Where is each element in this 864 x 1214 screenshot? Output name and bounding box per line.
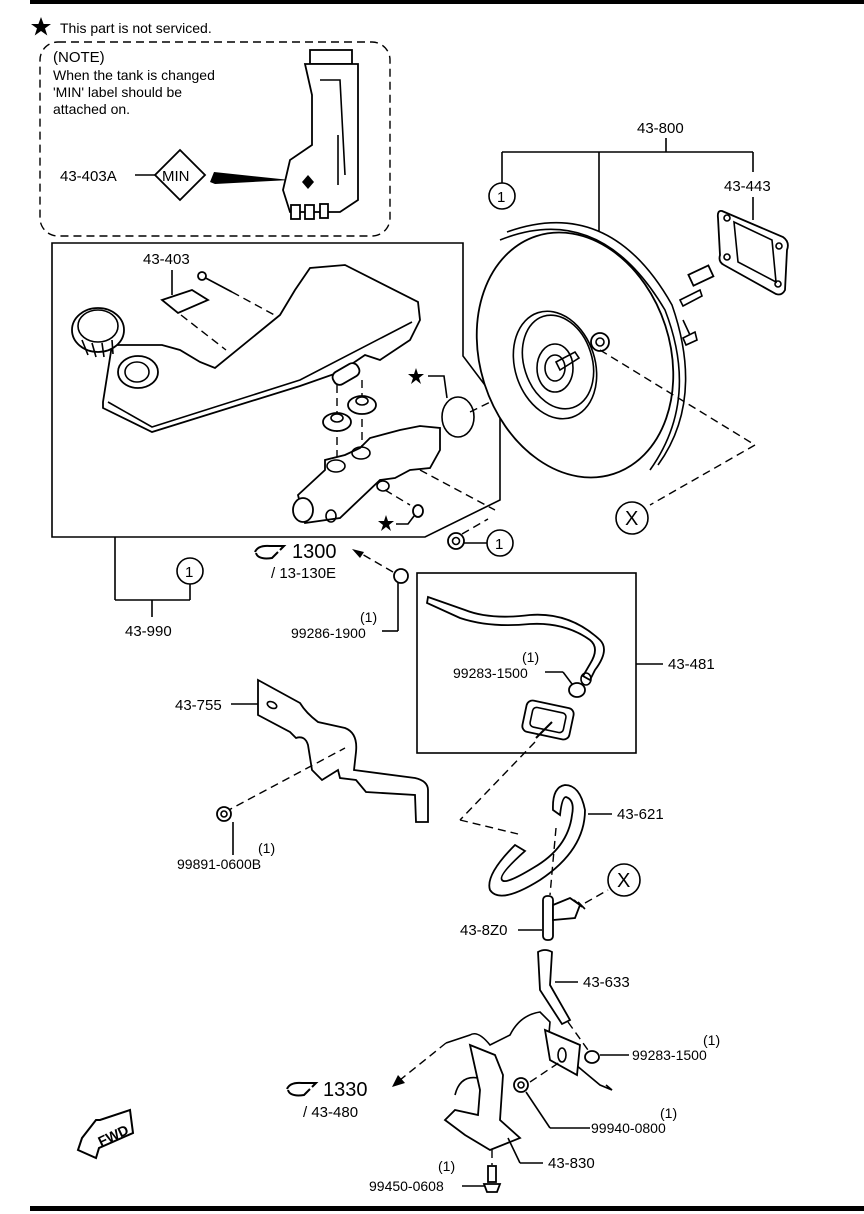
part-label-43-755: 43-755 [175, 697, 222, 714]
min-label-diamond [153, 148, 207, 202]
gasket [716, 209, 789, 296]
note-box: (NOTE) When the tank is changed 'MIN' la… [39, 41, 391, 237]
svg-text:1300: 1300 [292, 541, 337, 563]
part-label-43-830: 43-830 [548, 1155, 595, 1172]
plug [412, 504, 424, 518]
svg-text:(1): (1) [703, 1032, 720, 1048]
svg-text:99450-0608: 99450-0608 [369, 1178, 444, 1194]
reservoir-tank-sketch [282, 49, 359, 220]
ref-1300: 1300 / 13-130E [254, 541, 394, 582]
part-label-43-403A: 43-403A [60, 168, 117, 185]
top-border [30, 0, 864, 4]
part-label-43-8Z0: 43-8Z0 [460, 922, 508, 939]
part-label-43-633: 43-633 [583, 974, 630, 991]
svg-text:X: X [625, 508, 638, 530]
part-label-43-403: 43-403 [143, 251, 190, 268]
svg-text:X: X [617, 870, 630, 892]
svg-text:1: 1 [495, 536, 503, 553]
hose-43-621: 43-621 [488, 784, 664, 897]
svg-text:99286-1900: 99286-1900 [291, 625, 366, 641]
part-label-43-481: 43-481 [668, 656, 715, 673]
pipe-clip-43-830: (1) 99940-0800 (1) 99283-1500 43-830 (1)… [369, 1011, 720, 1194]
svg-text:/ 13-130E: / 13-130E [271, 565, 336, 582]
svg-text:99940-0800: 99940-0800 [591, 1120, 666, 1136]
part-label-43-621: 43-621 [617, 806, 664, 823]
star-icon [408, 368, 424, 384]
svg-text:99283-1500: 99283-1500 [453, 665, 528, 681]
note-line-2: 'MIN' label should be [53, 84, 182, 100]
ref-circle-1: 1 [488, 182, 516, 210]
label-plate [160, 289, 210, 315]
svg-text:(1): (1) [522, 649, 539, 665]
part-label-43-800: 43-800 [637, 120, 684, 137]
svg-text:1: 1 [185, 564, 193, 581]
note-line-1: When the tank is changed [53, 67, 215, 83]
bottom-border [30, 1206, 864, 1211]
svg-text:99891-0600B: 99891-0600B [177, 856, 261, 872]
min-label-text: MIN [162, 168, 190, 185]
tee-fitting-43-8Z0: X 43-8Z0 [460, 863, 641, 941]
ref-1330: 1330 / 43-480 [286, 1042, 447, 1121]
master-cylinder [296, 425, 441, 525]
part-label-43-443: 43-443 [724, 178, 771, 195]
note-line-3: attached on. [53, 101, 130, 117]
svg-text:/ 43-480: / 43-480 [303, 1104, 358, 1121]
svg-text:(1): (1) [258, 840, 275, 856]
forward-direction-arrow: FWD [76, 1108, 135, 1160]
clamp-99286-1900: (1) 99286-1900 [291, 568, 409, 641]
star-icon [31, 17, 51, 36]
fwd-label: FWD [95, 1121, 131, 1149]
nut-ref: 1 [447, 518, 514, 557]
svg-text:1330: 1330 [323, 1079, 368, 1101]
svg-text:(1): (1) [360, 609, 377, 625]
vacuum-hose [425, 595, 605, 682]
assembly-43-990-callout: 1 43-990 [114, 537, 204, 640]
check-valve [521, 699, 575, 741]
star-icon [378, 515, 394, 531]
svg-text:1: 1 [497, 189, 505, 206]
master-cylinder-assembly-box: 43-403 [51, 242, 501, 538]
pointing-hand-icon [286, 1081, 319, 1097]
legend-text: This part is not serviced. [60, 20, 212, 36]
hose-43-633: 43-633 [537, 949, 630, 1026]
legend: This part is not serviced. [31, 17, 212, 36]
filler-cap [71, 307, 125, 353]
reservoir-tank [102, 264, 421, 433]
svg-text:(1): (1) [660, 1105, 677, 1121]
part-label-43-990: 43-990 [125, 623, 172, 640]
ref-circle-x: X [615, 501, 649, 535]
brake-booster: 43-800 1 43-443 [475, 120, 789, 506]
vacuum-hose-assembly-box: 43-481 (1) 99283-1500 [416, 572, 715, 821]
bracket-43-755: 43-755 (1) 99891-0600B [175, 678, 429, 872]
note-heading: (NOTE) [53, 49, 105, 66]
o-ring [441, 396, 475, 438]
pointing-hand-icon [254, 544, 287, 560]
svg-text:99283-1500: 99283-1500 [632, 1047, 707, 1063]
svg-text:(1): (1) [438, 1158, 455, 1174]
